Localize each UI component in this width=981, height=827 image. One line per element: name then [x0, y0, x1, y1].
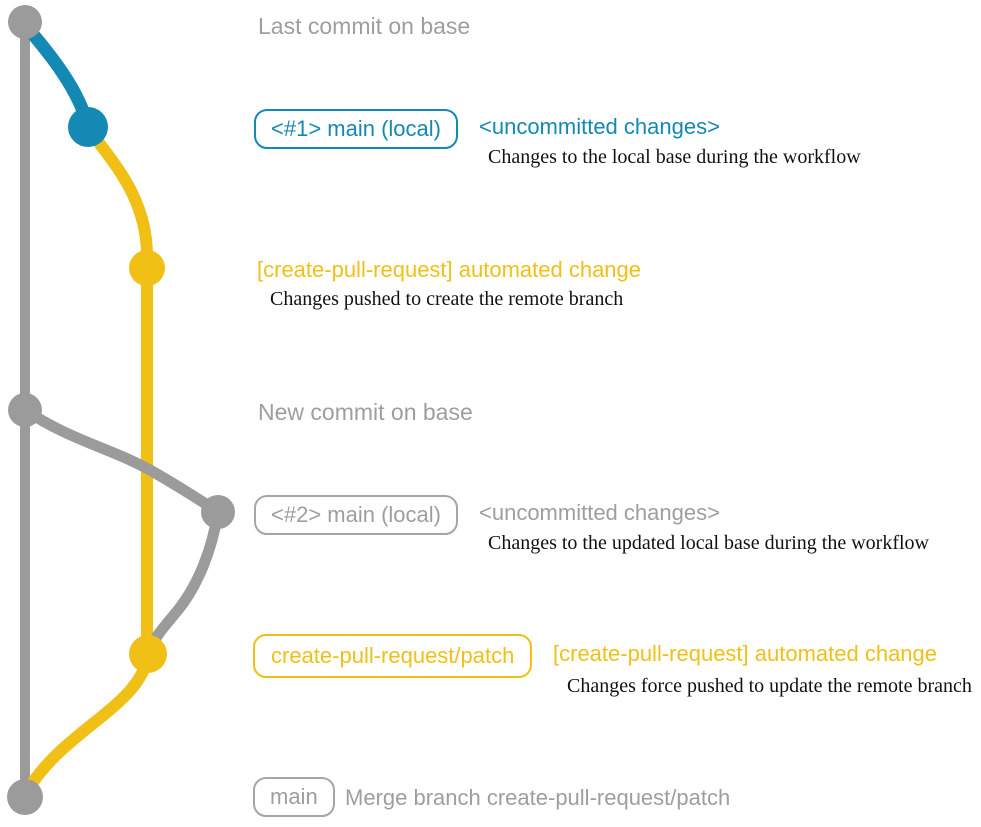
- commit-node-new-base: [8, 393, 42, 427]
- commit-graph: [7, 5, 235, 815]
- commit-node-merge: [7, 779, 43, 815]
- commit-node-uncommitted-2: [201, 495, 235, 529]
- label-last-commit-on-base: Last commit on base: [258, 13, 471, 39]
- commit-title-automated-1: [create-pull-request] automated change: [257, 257, 642, 282]
- commit-node-uncommitted-1: [68, 107, 108, 147]
- commit-desc-automated-2: Changes force pushed to update the remot…: [567, 675, 972, 697]
- commit-title-uncommitted-2: <uncommitted changes>: [479, 500, 720, 525]
- merge-into-base-line: [20, 648, 154, 799]
- commit-title-merge: Merge branch create-pull-request/patch: [345, 785, 731, 810]
- branch-badge-main: main: [253, 777, 335, 818]
- commit-title-automated-2: [create-pull-request] automated change: [553, 641, 938, 666]
- label-new-commit-on-base: New commit on base: [258, 399, 473, 425]
- commit-node-automated-2: [129, 635, 167, 673]
- create-pull-request-branch-line: [82, 121, 153, 660]
- commit-desc-uncommitted-2: Changes to the updated local base during…: [488, 532, 929, 554]
- commit-desc-uncommitted-1: Changes to the local base during the wor…: [488, 146, 861, 168]
- updated-main-rebase-line: [19, 404, 224, 656]
- commit-node-automated-1: [129, 250, 165, 286]
- commit-title-uncommitted-1: <uncommitted changes>: [479, 114, 720, 139]
- branch-badge-main-local-1: <#1> main (local): [254, 109, 458, 150]
- branch-badge-create-pull-request-patch: create-pull-request/patch: [253, 634, 533, 679]
- commit-node-last-base: [8, 5, 42, 39]
- commit-desc-automated-1: Changes pushed to create the remote bran…: [270, 288, 624, 310]
- branch-badge-main-local-2: <#2> main (local): [254, 495, 458, 536]
